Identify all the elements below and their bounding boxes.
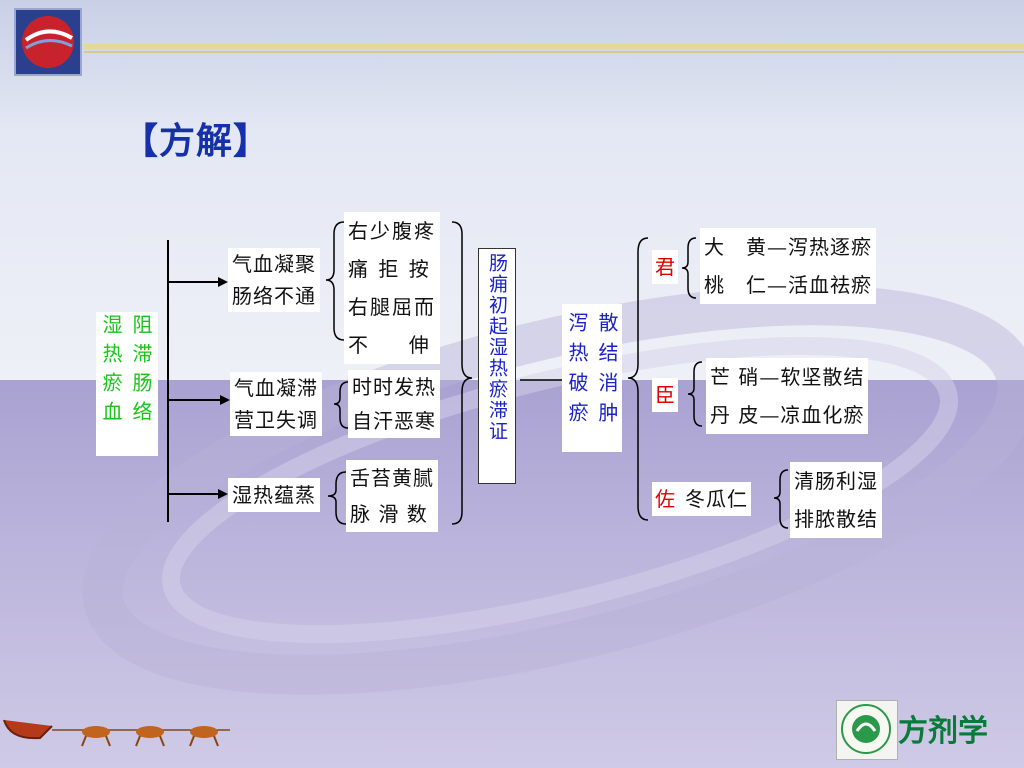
root-col2: 阻滞肠络 (129, 314, 153, 430)
zuo-row: 佐冬瓜仁 (652, 482, 751, 516)
branch2-cause-line2: 营卫失调 (234, 408, 318, 432)
herb-line: 大 黄—泻热逐瘀 (704, 235, 872, 259)
herb-line: 芒 硝—软坚散结 (710, 365, 865, 389)
zuo-effects-box: 清肠利湿 排脓散结 (790, 462, 882, 538)
symptom-line: 时时发热 (352, 375, 436, 399)
symptom-line: 痛 拒 按 (348, 257, 431, 281)
reindeer-sleigh-icon (3, 719, 230, 747)
branch2-cause-box: 气血凝滞 营卫失调 (230, 372, 322, 436)
page-title: 【方解】 (122, 121, 271, 162)
role-zuo: 佐 (655, 487, 675, 511)
course-brand-label: 方剂学 (898, 714, 988, 749)
root-col1: 湿热瘀血 (99, 314, 123, 430)
effect-line: 排脓散结 (794, 507, 878, 531)
role-chen: 臣 (652, 378, 678, 412)
header-rule-thin (84, 51, 1024, 53)
branch1-cause-line1: 气血凝聚 (232, 252, 316, 276)
symptom-line: 右少腹疼 (348, 219, 436, 243)
branch2-cause-line1: 气血凝滞 (234, 376, 318, 400)
chen-herbs-box: 芒 硝—软坚散结 丹 皮—凉血化瘀 (706, 358, 869, 434)
effect-line: 清肠利湿 (794, 469, 878, 493)
school-emblem-icon (14, 8, 82, 76)
treatment-col1: 泻热破瘀 (565, 312, 589, 432)
university-seal-icon (836, 700, 898, 760)
symptom-line: 右腿屈而 (348, 295, 436, 319)
branch3-cause-box: 湿热蕴蒸 (228, 478, 320, 512)
symptom-line: 不 伸 (348, 333, 431, 357)
symptom-line: 脉 滑 数 (350, 502, 428, 526)
root-condition-box: 湿热瘀血 阻滞肠络 (96, 312, 158, 456)
syndrome-box: 肠痈初起湿热瘀滞证 (478, 248, 516, 484)
branch3-cause: 湿热蕴蒸 (232, 483, 316, 507)
branch1-symptoms-box: 右少腹疼 痛 拒 按 右腿屈而 不 伸 (344, 212, 440, 364)
role-jun: 君 (652, 250, 678, 284)
treatment-box: 泻热破瘀 散结消肿 (562, 304, 622, 452)
herb-line: 桃 仁—活血祛瘀 (704, 273, 872, 297)
treatment-col2: 散结消肿 (595, 312, 619, 432)
jun-herbs-box: 大 黄—泻热逐瘀 桃 仁—活血祛瘀 (700, 228, 876, 304)
branch1-cause-line2: 肠络不通 (232, 284, 316, 308)
branch3-symptoms-box: 舌苔黄腻 脉 滑 数 (346, 460, 438, 532)
header-rule (84, 44, 1024, 49)
symptom-line: 舌苔黄腻 (350, 466, 434, 490)
herb-line: 丹 皮—凉血化瘀 (710, 403, 865, 427)
branch1-cause-box: 气血凝聚 肠络不通 (228, 248, 320, 312)
zuo-herb: 冬瓜仁 (685, 487, 748, 511)
branch2-symptoms-box: 时时发热 自汗恶寒 (348, 370, 440, 438)
symptom-line: 自汗恶寒 (352, 409, 436, 433)
